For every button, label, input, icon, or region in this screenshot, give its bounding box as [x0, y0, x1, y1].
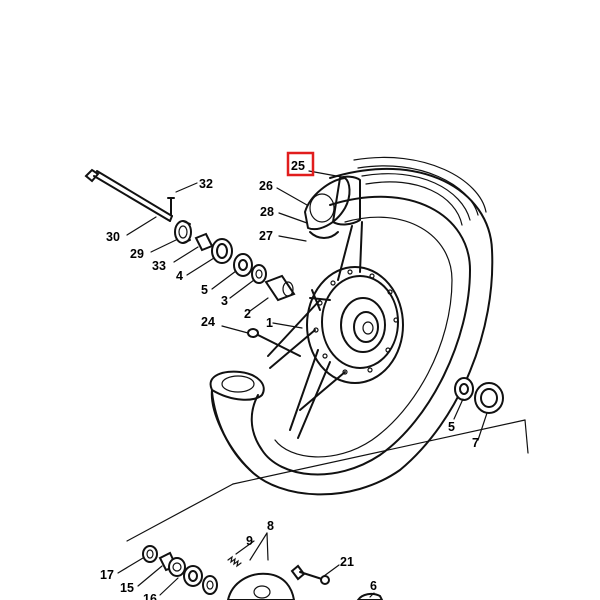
callout-1: 1	[266, 316, 273, 330]
tire	[209, 156, 494, 496]
brake-parts	[142, 545, 384, 600]
callout-3: 3	[221, 294, 228, 308]
callout-28: 28	[260, 205, 274, 219]
callout-15: 15	[120, 581, 134, 595]
seal-7	[474, 382, 504, 414]
callout-7: 7	[472, 436, 479, 450]
spokes	[267, 221, 363, 439]
callout-32: 32	[199, 177, 213, 191]
callout-24: 24	[201, 315, 215, 329]
spoke-nipple-24	[247, 328, 301, 357]
callout-30: 30	[106, 230, 120, 244]
spacer-2	[264, 274, 296, 302]
callout-8: 8	[267, 519, 274, 533]
wheel-hub	[306, 266, 404, 384]
callout-labels: 25 26 28 27 32 30 29 33 4 5 3 2 1 24 5 7…	[100, 151, 479, 600]
callout-2: 2	[244, 307, 251, 321]
callout-17: 17	[100, 568, 114, 582]
callout-4: 4	[176, 269, 183, 283]
cotter-pin-32	[167, 197, 175, 216]
callout-26: 26	[259, 179, 273, 193]
bearing-5	[233, 253, 253, 277]
callout-5-right: 5	[448, 420, 455, 434]
highlight-box-25	[286, 151, 315, 177]
bearing-5-right	[454, 377, 474, 401]
callout-9: 9	[246, 534, 253, 548]
callout-16: 16	[143, 592, 157, 600]
axle-30	[84, 168, 173, 222]
callout-27: 27	[259, 229, 273, 243]
leader-lines	[117, 170, 488, 598]
brake-detail-box	[126, 419, 529, 542]
collar-29	[174, 220, 192, 244]
bearing-4	[211, 238, 233, 264]
callout-6: 6	[370, 579, 377, 593]
callout-25: 25	[291, 159, 305, 173]
callout-29: 29	[130, 247, 144, 261]
callout-21: 21	[340, 555, 354, 569]
spacer-33	[194, 232, 214, 252]
callout-33: 33	[152, 259, 166, 273]
seal-3	[251, 264, 267, 284]
tube-section	[304, 175, 361, 239]
callout-5-left: 5	[201, 283, 208, 297]
